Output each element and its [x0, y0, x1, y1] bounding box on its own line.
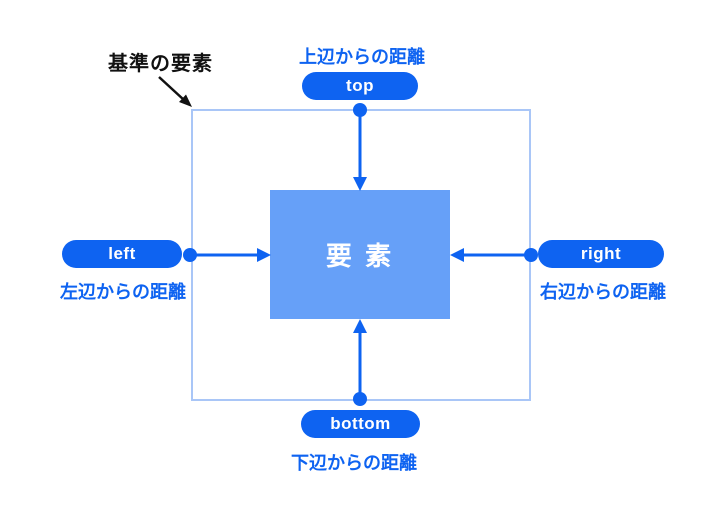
top-property-pill: top — [302, 72, 418, 100]
right-property-pill: right — [538, 240, 664, 268]
element-box: 要 素 — [270, 190, 450, 319]
right-distance-caption: 右辺からの距離 — [540, 282, 666, 302]
reference-element-label: 基準の要素 — [108, 53, 213, 75]
left-distance-caption: 左辺からの距離 — [60, 282, 186, 302]
bottom-distance-caption: 下辺からの距離 — [291, 453, 417, 473]
left-property-pill: left — [62, 240, 182, 268]
element-label: 要 素 — [325, 241, 395, 271]
top-distance-caption: 上辺からの距離 — [299, 47, 425, 67]
bottom-property-pill: bottom — [301, 410, 420, 438]
